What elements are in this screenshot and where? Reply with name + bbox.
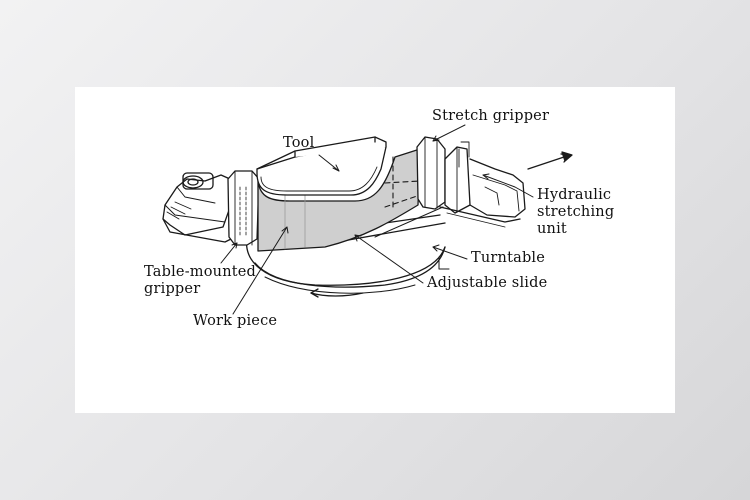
label-tool: Tool [283, 135, 315, 151]
stretch-forming-diagram [162, 124, 573, 315]
table-mounted-gripper-base [162, 172, 236, 243]
hydraulic-stretching-unit [439, 141, 526, 228]
label-hydraulic-stretching-unit: Hydraulic stretching unit [537, 187, 615, 237]
tool-block [256, 136, 387, 196]
leader-lines [220, 124, 534, 315]
left-gripper-block [227, 170, 260, 246]
label-stretch-gripper: Stretch gripper [432, 108, 550, 124]
rotation-arrow [310, 288, 364, 298]
stretch-gripper-block [416, 136, 446, 210]
hidden-lines [384, 156, 421, 210]
stretch-direction-arrow [527, 151, 573, 170]
label-table-mounted-gripper: Table-mounted gripper [144, 264, 257, 297]
label-work-piece: Work piece [193, 313, 278, 329]
label-adjustable-slide: Adjustable slide [427, 275, 548, 291]
label-turntable: Turntable [471, 250, 546, 266]
turntable [245, 236, 446, 294]
diagram-panel: Tool Stretch gripper Hydraulic stretchin… [75, 87, 675, 413]
